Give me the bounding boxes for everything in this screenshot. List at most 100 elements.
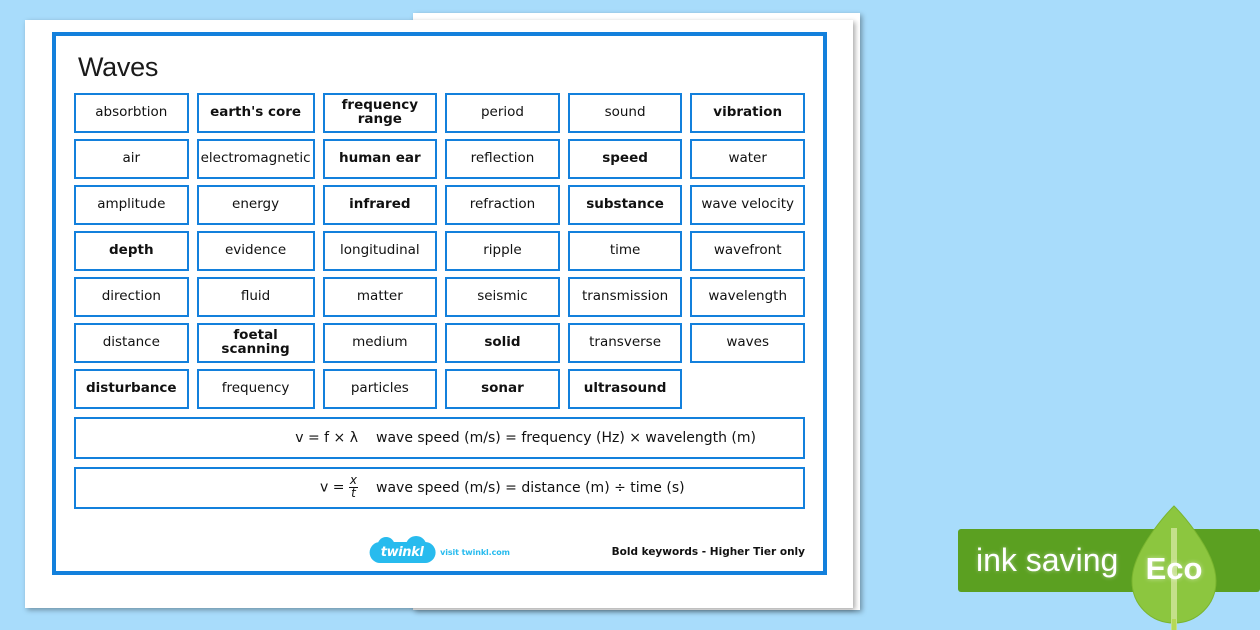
word-cell[interactable]: longitudinal — [322, 231, 438, 271]
word-cell-label: sound — [604, 104, 646, 121]
word-cell[interactable]: vibration — [690, 93, 805, 133]
fraction-denominator: t — [351, 485, 356, 500]
word-cell-label: frequency — [221, 380, 290, 397]
twinkl-tagline: visit twinkl.com — [440, 547, 510, 557]
twinkl-wordmark: twinkl — [380, 544, 424, 560]
word-cell[interactable]: electromagnetic — [196, 139, 315, 179]
word-cell[interactable]: period — [445, 93, 560, 133]
word-cell-label: sonar — [481, 380, 524, 397]
word-cell-label: foetal scanning — [221, 327, 290, 357]
word-cell[interactable]: transmission — [567, 277, 683, 317]
word-cell-label: seismic — [477, 288, 528, 305]
eco-badge-leaf-label: Eco — [1145, 551, 1203, 586]
word-cell-label: frequency range — [341, 97, 419, 127]
word-cell-label: transmission — [581, 288, 669, 305]
word-cell-label: wavelength — [708, 288, 787, 305]
word-cell-label: air — [122, 150, 141, 167]
word-cell-label: infrared — [349, 196, 411, 213]
word-cell-label: time — [609, 242, 641, 259]
word-cell[interactable]: earth's core — [196, 93, 315, 133]
word-cell-label: human ear — [339, 150, 421, 167]
word-cell[interactable]: wave velocity — [690, 185, 805, 225]
word-cell-label: depth — [109, 242, 154, 259]
word-cell[interactable]: fluid — [196, 277, 315, 317]
word-cell[interactable]: reflection — [445, 139, 560, 179]
word-cell-label: evidence — [224, 242, 287, 259]
leaf-icon: Eco — [1126, 504, 1222, 630]
word-cell[interactable]: ripple — [445, 231, 560, 271]
word-cell[interactable]: wavelength — [690, 277, 805, 317]
fraction-numerator: x — [348, 473, 358, 488]
word-cell-label: reflection — [470, 150, 535, 167]
word-cell[interactable]: refraction — [445, 185, 560, 225]
formula-description: wave speed (m/s) = distance (m) ÷ time (… — [376, 480, 685, 496]
word-cell-label: longitudinal — [340, 242, 420, 259]
word-cell[interactable]: direction — [74, 277, 189, 317]
word-cell-label: wavefront — [713, 242, 782, 259]
word-cell-label: fluid — [240, 288, 271, 305]
word-cell[interactable]: human ear — [322, 139, 438, 179]
word-cell[interactable]: air — [74, 139, 189, 179]
word-cell[interactable]: depth — [74, 231, 189, 271]
tier-note: Bold keywords - Higher Tier only — [611, 546, 805, 558]
word-cell[interactable]: matter — [322, 277, 438, 317]
word-cell[interactable]: sonar — [445, 369, 560, 409]
twinkl-logo[interactable]: twinkl visit twinkl.com — [369, 535, 510, 563]
word-cell[interactable]: foetal scanning — [196, 323, 315, 363]
word-cell[interactable]: absorbtion — [74, 93, 189, 133]
word-cell[interactable]: infrared — [322, 185, 438, 225]
word-cell[interactable]: waves — [690, 323, 805, 363]
word-cell[interactable]: energy — [196, 185, 315, 225]
leaf-icon-svg — [1131, 505, 1217, 630]
word-cell[interactable]: distance — [74, 323, 189, 363]
word-cell[interactable]: evidence — [196, 231, 315, 271]
word-cell-label: vibration — [713, 104, 783, 121]
word-cell-label: refraction — [469, 196, 536, 213]
word-cell[interactable]: speed — [567, 139, 683, 179]
word-cell[interactable]: time — [567, 231, 683, 271]
word-cell[interactable]: frequency range — [322, 93, 438, 133]
word-cell-label: ripple — [483, 242, 522, 259]
word-cell[interactable]: frequency — [196, 369, 315, 409]
word-cell-label: ultrasound — [583, 380, 667, 397]
eco-badge-label: ink saving — [976, 542, 1119, 578]
word-cell[interactable]: substance — [567, 185, 683, 225]
word-cell-label: amplitude — [97, 196, 166, 213]
word-cell-label: distance — [102, 334, 160, 351]
word-cell-label: water — [728, 150, 767, 167]
word-cell-empty — [690, 369, 805, 409]
word-cell-label: waves — [726, 334, 769, 351]
word-cell[interactable]: ultrasound — [567, 369, 683, 409]
word-cell-label: energy — [232, 196, 280, 213]
word-grid: absorbtion earth's core frequency range per… — [74, 93, 805, 409]
word-cell[interactable]: wavefront — [690, 231, 805, 271]
word-cell[interactable]: seismic — [445, 277, 560, 317]
word-cell[interactable]: particles — [322, 369, 438, 409]
formula-description: wave speed (m/s) = frequency (Hz) × wave… — [376, 430, 756, 446]
word-cell-label: absorbtion — [95, 104, 168, 121]
word-cell-label: disturbance — [86, 380, 177, 397]
word-cell-label: direction — [101, 288, 161, 305]
word-cell-label: solid — [484, 334, 521, 351]
word-cell[interactable]: amplitude — [74, 185, 189, 225]
word-cell-label: electromagnetic — [200, 150, 311, 167]
word-cell-label: substance — [586, 196, 664, 213]
word-cell[interactable]: transverse — [567, 323, 683, 363]
word-cell[interactable]: medium — [322, 323, 438, 363]
word-cell-label: medium — [352, 334, 408, 351]
cloud-icon: twinkl — [369, 535, 436, 563]
word-cell[interactable]: sound — [567, 93, 683, 133]
word-cell[interactable]: solid — [445, 323, 560, 363]
word-cell[interactable]: disturbance — [74, 369, 189, 409]
word-cell-label: period — [480, 104, 524, 121]
word-cell[interactable]: water — [690, 139, 805, 179]
word-cell-label: particles — [350, 380, 409, 397]
word-cell-label: matter — [356, 288, 403, 305]
